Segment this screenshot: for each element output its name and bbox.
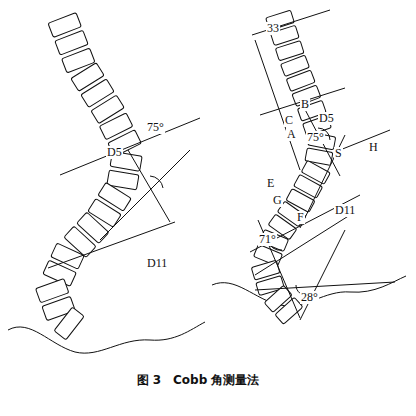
vertebra (54, 307, 84, 340)
point-label: D11 (146, 257, 168, 270)
figure-caption: 图 3 Cobb 角测量法 (137, 372, 260, 389)
point-label: B (300, 98, 310, 111)
measure-line (60, 118, 200, 175)
angle-label: 71° (258, 233, 277, 246)
point-label: D5 (318, 112, 335, 125)
angle-label: 75° (146, 121, 165, 134)
pelvis-line (8, 322, 205, 353)
point-label: C (284, 114, 294, 127)
point-label: S (334, 147, 343, 160)
point-label: H (368, 141, 379, 154)
measure-line (255, 282, 395, 290)
measure-line (300, 100, 340, 176)
point-label: D5 (106, 146, 123, 159)
point-label: F (296, 211, 305, 224)
point-label: A (286, 128, 297, 141)
measure-line (252, 10, 330, 35)
vertebra (275, 297, 303, 324)
measure-line (340, 130, 390, 150)
measure-line (128, 150, 170, 222)
point-label: D11 (334, 204, 356, 217)
point-label: E (266, 177, 275, 190)
angle-label: 33 (266, 22, 280, 35)
measure-line (255, 40, 300, 170)
measure-line (100, 150, 190, 240)
measure-line (300, 230, 345, 320)
pelvis-line (212, 276, 406, 306)
angle-label: 75° (306, 131, 325, 144)
angle-label: 28° (300, 291, 319, 304)
angle-arc (150, 176, 163, 188)
point-label: G (272, 194, 283, 207)
measure-line (255, 215, 350, 275)
measure-line (258, 220, 300, 318)
